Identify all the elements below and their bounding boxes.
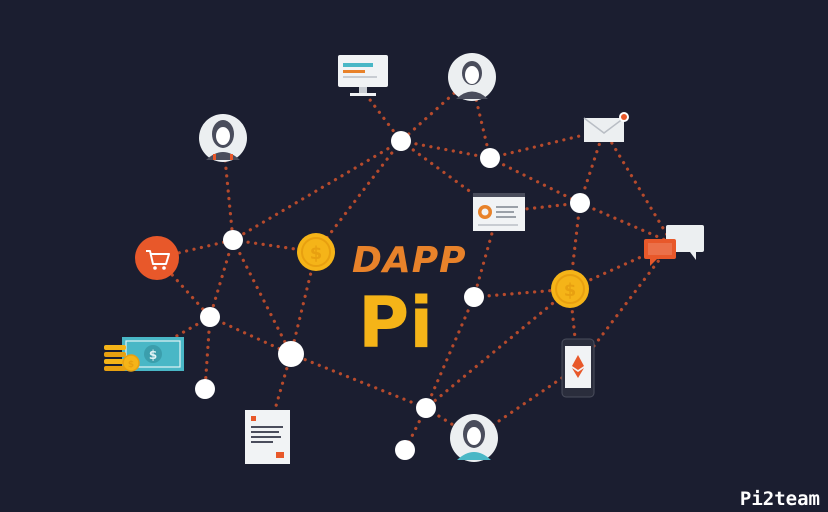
- network-node: [278, 341, 304, 367]
- cash-icon: $ $: [104, 337, 184, 372]
- link: [203, 315, 212, 391]
- link: [424, 287, 572, 410]
- svg-text:$: $: [564, 280, 577, 301]
- link: [488, 156, 582, 205]
- link: [265, 352, 293, 439]
- dapp-title: DAPP: [352, 240, 467, 281]
- network-node: [223, 230, 243, 250]
- coin-icon: $: [551, 270, 589, 308]
- link: [568, 201, 582, 291]
- link: [472, 287, 572, 299]
- link: [289, 250, 318, 356]
- link: [231, 238, 293, 356]
- network-node: [480, 148, 500, 168]
- browser-window-icon: [473, 193, 525, 231]
- monitor-icon: [338, 55, 388, 96]
- smartphone-icon: [561, 338, 595, 398]
- link: [208, 238, 235, 319]
- link: [568, 287, 580, 369]
- user-avatar-icon: [450, 414, 498, 462]
- network-node: [195, 379, 215, 399]
- network-nodes: [195, 131, 590, 460]
- link: [289, 352, 428, 410]
- pi-title: Pi: [358, 282, 434, 364]
- coin-icon: $: [297, 233, 335, 271]
- link: [578, 201, 674, 245]
- link: [208, 315, 293, 356]
- network-node: [464, 287, 484, 307]
- link: [578, 128, 606, 205]
- network-node: [200, 307, 220, 327]
- link: [314, 139, 403, 254]
- chat-bubbles-icon: [644, 225, 704, 266]
- svg-text:$: $: [310, 243, 323, 264]
- svg-text:$: $: [128, 360, 134, 370]
- network-node: [570, 193, 590, 213]
- link: [399, 139, 492, 160]
- link: [602, 128, 674, 245]
- envelope-icon: [583, 112, 629, 142]
- user-avatar-icon: [199, 114, 247, 162]
- link: [424, 295, 476, 410]
- network-node: [395, 440, 415, 460]
- watermark: Pi2team: [739, 488, 820, 510]
- shopping-cart-icon: [135, 236, 179, 280]
- link: [155, 256, 212, 319]
- network-node: [416, 398, 436, 418]
- link: [155, 238, 235, 260]
- link: [231, 139, 403, 242]
- svg-text:$: $: [149, 348, 157, 362]
- user-avatar-icon: [448, 53, 496, 101]
- document-icon: [245, 410, 290, 464]
- link: [472, 365, 580, 440]
- network-node: [391, 131, 411, 151]
